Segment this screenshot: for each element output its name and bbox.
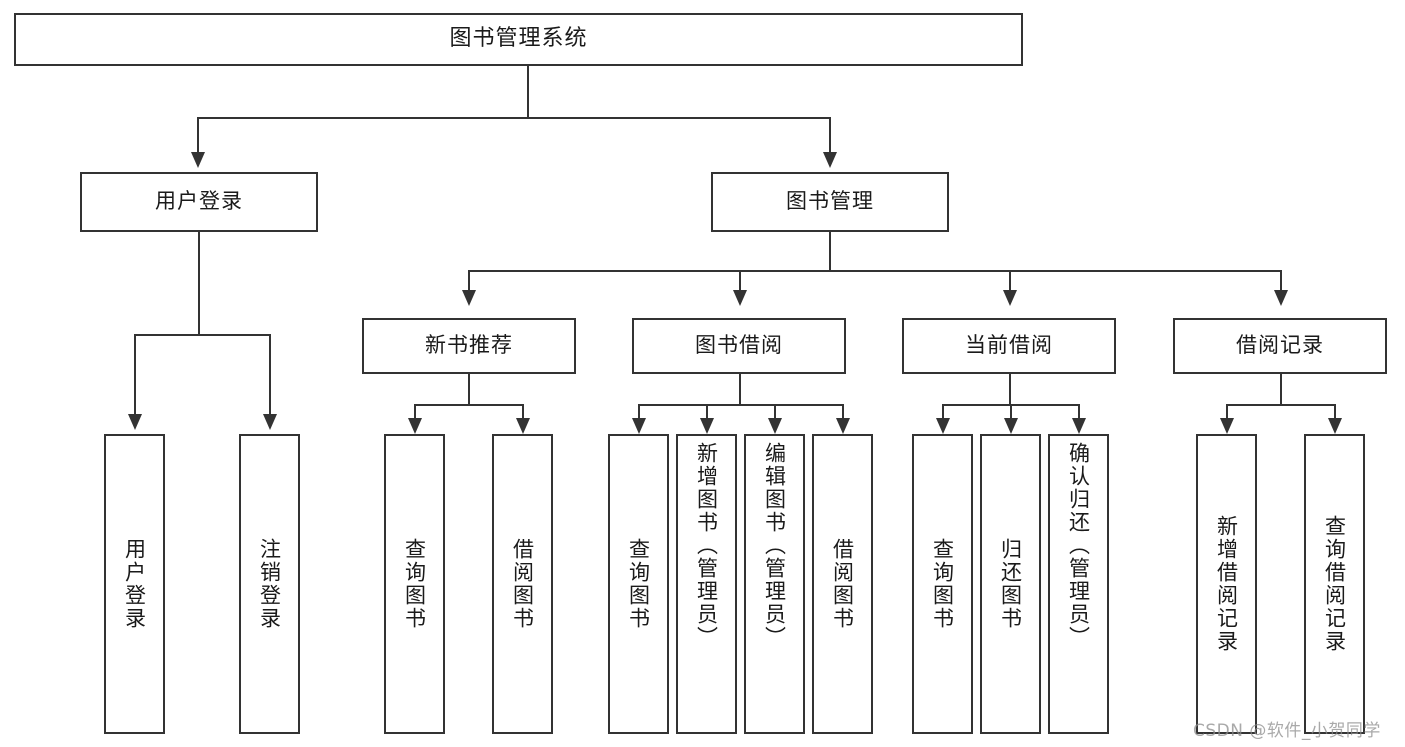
leaf-confirm-return-admin[interactable]: 确认归还（管理员） <box>1048 434 1109 734</box>
leaf-new-book-query[interactable]: 查询图书 <box>384 434 445 734</box>
arrow-down-icon <box>936 418 950 434</box>
leaf-book-add-admin[interactable]: 新增图书（管理员） <box>676 434 737 734</box>
node-label: 注销登录 <box>257 538 282 630</box>
node-label: 图书管理系统 <box>449 26 588 52</box>
connector-new-book-bus <box>414 404 524 406</box>
leaf-new-book-borrow[interactable]: 借阅图书 <box>492 434 553 734</box>
node-user-login[interactable]: 用户登录 <box>80 172 318 232</box>
arrow-down-icon <box>632 418 646 434</box>
node-current-borrow[interactable]: 当前借阅 <box>902 318 1116 374</box>
node-label: 用户登录 <box>122 538 147 630</box>
node-label: 图书管理 <box>786 189 874 214</box>
node-label: 归还图书 <box>998 538 1023 630</box>
node-label: 新书推荐 <box>425 333 513 358</box>
leaf-query-borrow-record[interactable]: 查询借阅记录 <box>1304 434 1365 734</box>
connector-book-borrow-stem <box>739 374 741 406</box>
connector-user-login-bus <box>134 334 270 336</box>
node-label: 查询借阅记录 <box>1322 515 1347 653</box>
node-new-book-recommend[interactable]: 新书推荐 <box>362 318 576 374</box>
arrow-down-icon <box>462 290 476 306</box>
connector-user-login-leaf-2 <box>269 334 271 416</box>
connector-borrow-record-stem <box>1280 374 1282 406</box>
connector-to-current-borrow <box>1009 270 1011 292</box>
connector-to-new-book-recommend <box>468 270 470 292</box>
arrow-down-icon <box>1003 290 1017 306</box>
connector-user-login-stem <box>198 232 200 336</box>
arrow-down-icon <box>1072 418 1086 434</box>
arrow-down-icon <box>836 418 850 434</box>
connector-new-book-leaf-1 <box>414 404 416 420</box>
connector-to-borrow-record <box>1280 270 1282 292</box>
connector-current-borrow-leaf-1 <box>942 404 944 420</box>
arrow-down-icon <box>1220 418 1234 434</box>
connector-root-to-book-management <box>829 117 831 154</box>
arrow-down-icon <box>263 414 277 430</box>
connector-user-login-leaf-1 <box>134 334 136 416</box>
leaf-book-borrow-action[interactable]: 借阅图书 <box>812 434 873 734</box>
connector-book-borrow-leaf-3 <box>774 404 776 420</box>
connector-new-book-stem <box>468 374 470 406</box>
connector-root-to-user-login <box>197 117 199 154</box>
node-root-book-management-system[interactable]: 图书管理系统 <box>14 13 1023 66</box>
leaf-current-return[interactable]: 归还图书 <box>980 434 1041 734</box>
node-label: 新增借阅记录 <box>1214 515 1239 653</box>
node-label: 借阅图书 <box>510 538 535 630</box>
arrow-down-icon <box>191 152 205 168</box>
node-label: 当前借阅 <box>965 333 1053 358</box>
node-label: 确认归还（管理员） <box>1066 442 1091 649</box>
node-label: 借阅图书 <box>830 538 855 630</box>
arrow-down-icon <box>823 152 837 168</box>
arrow-down-icon <box>1004 418 1018 434</box>
leaf-user-login[interactable]: 用户登录 <box>104 434 165 734</box>
connector-root-stem <box>527 66 529 117</box>
node-borrow-record[interactable]: 借阅记录 <box>1173 318 1387 374</box>
connector-book-borrow-leaf-1 <box>638 404 640 420</box>
node-label: 查询图书 <box>402 538 427 630</box>
connector-book-borrow-leaf-2 <box>706 404 708 420</box>
node-book-borrow[interactable]: 图书借阅 <box>632 318 846 374</box>
node-label: 图书借阅 <box>695 333 783 358</box>
node-book-management[interactable]: 图书管理 <box>711 172 949 232</box>
connector-borrow-record-leaf-2 <box>1334 404 1336 420</box>
connector-root-bus <box>197 117 830 119</box>
arrow-down-icon <box>516 418 530 434</box>
arrow-down-icon <box>700 418 714 434</box>
leaf-book-borrow-query[interactable]: 查询图书 <box>608 434 669 734</box>
arrow-down-icon <box>128 414 142 430</box>
connector-new-book-leaf-2 <box>522 404 524 420</box>
arrow-down-icon <box>408 418 422 434</box>
connector-book-borrow-leaf-4 <box>842 404 844 420</box>
node-label: 查询图书 <box>930 538 955 630</box>
leaf-book-edit-admin[interactable]: 编辑图书（管理员） <box>744 434 805 734</box>
node-label: 借阅记录 <box>1236 333 1324 358</box>
node-label: 查询图书 <box>626 538 651 630</box>
leaf-current-query[interactable]: 查询图书 <box>912 434 973 734</box>
leaf-logout[interactable]: 注销登录 <box>239 434 300 734</box>
connector-book-management-stem <box>829 232 831 272</box>
arrow-down-icon <box>1328 418 1342 434</box>
connector-current-borrow-stem <box>1009 374 1011 406</box>
csdn-watermark: CSDN @软件_小贺同学 <box>1193 721 1381 741</box>
connector-current-borrow-leaf-2 <box>1010 404 1012 420</box>
arrow-down-icon <box>1274 290 1288 306</box>
connector-borrow-record-leaf-1 <box>1226 404 1228 420</box>
arrow-down-icon <box>733 290 747 306</box>
connector-current-borrow-leaf-3 <box>1078 404 1080 420</box>
node-label: 编辑图书（管理员） <box>762 442 787 649</box>
node-label: 新增图书（管理员） <box>694 442 719 649</box>
connector-borrow-record-bus <box>1226 404 1336 406</box>
node-label: 用户登录 <box>155 189 243 214</box>
connector-book-borrow-bus <box>638 404 842 406</box>
leaf-add-borrow-record[interactable]: 新增借阅记录 <box>1196 434 1257 734</box>
connector-level2-bus <box>468 270 1280 272</box>
connector-to-book-borrow <box>739 270 741 292</box>
arrow-down-icon <box>768 418 782 434</box>
